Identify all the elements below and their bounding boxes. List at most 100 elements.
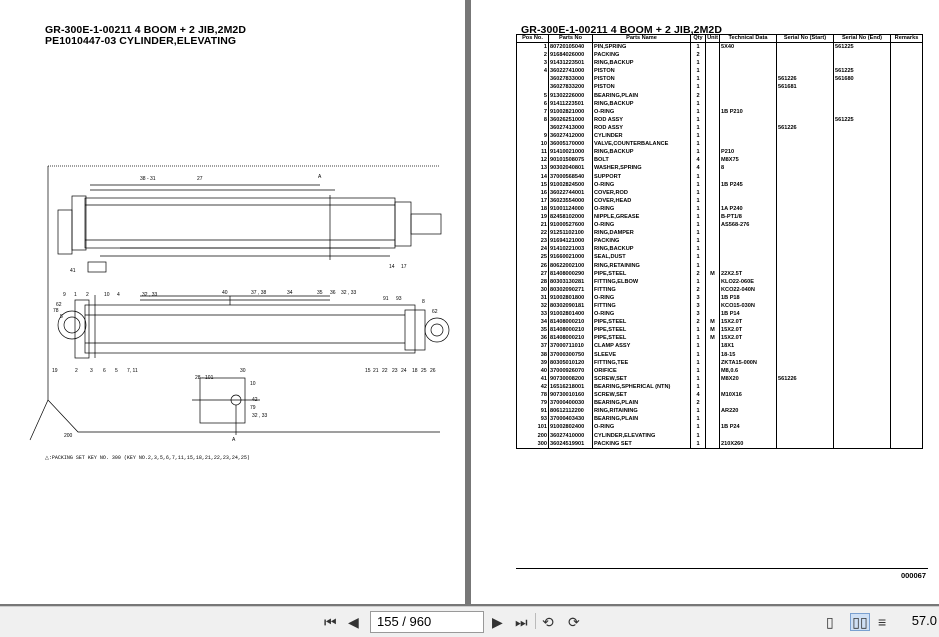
table-cell: 1 [690, 115, 706, 124]
table-cell: AS568-276 [719, 221, 777, 230]
table-cell: 36005170000 [548, 140, 593, 149]
table-cell: 1 [690, 59, 706, 68]
two-page-icon[interactable]: ▯▯ [850, 613, 870, 631]
table-cell [890, 140, 923, 149]
svg-text:5: 5 [115, 368, 118, 374]
svg-text:34: 34 [287, 290, 293, 296]
prev-page-icon[interactable]: ◀ [348, 614, 359, 630]
table-cell [833, 342, 891, 351]
table-cell: 561226 [776, 75, 834, 84]
table-cell [705, 164, 720, 173]
table-cell: PISTON [592, 83, 691, 92]
table-cell: 1 [690, 140, 706, 149]
table-cell: 1 [690, 132, 706, 141]
table-cell: 1 [690, 180, 706, 189]
table-cell [833, 196, 891, 205]
table-cell: 80302090271 [548, 285, 593, 294]
table-cell [719, 261, 777, 270]
table-cell: 561680 [833, 75, 891, 84]
table-cell: 3 [516, 59, 549, 68]
table-cell [833, 302, 891, 311]
table-cell [833, 366, 891, 375]
table-cell [833, 107, 891, 116]
last-page-icon[interactable]: ⏭ [515, 614, 528, 630]
parts-list-title: GR-300E-1-00211 4 BOOM + 2 JIB,2M2D [521, 24, 723, 36]
table-cell: 1 [690, 366, 706, 375]
table-cell [833, 326, 891, 335]
table-cell [705, 342, 720, 351]
table-cell: PIPE,STEEL [592, 334, 691, 343]
table-cell: 1 [690, 212, 706, 222]
table-cell: RING,BACKUP [592, 99, 691, 108]
table-cell: FITTING [592, 285, 691, 294]
table-cell: 3 [690, 302, 706, 311]
svg-text:42: 42 [252, 397, 258, 403]
table-cell [705, 156, 720, 165]
single-page-icon[interactable]: ▯ [826, 614, 834, 630]
page-number-input[interactable]: 155 / 960 [370, 611, 484, 633]
rotate-ccw-icon[interactable]: ⟲ [542, 614, 554, 630]
table-cell: FITTING [592, 302, 691, 311]
table-cell: 91002824500 [548, 180, 593, 189]
column-header: Pos No. [516, 34, 549, 43]
table-cell: CYLINDER [592, 132, 691, 141]
table-cell [705, 237, 720, 246]
table-cell: 16 [516, 188, 549, 197]
table-cell: O-RING [592, 221, 691, 230]
first-page-icon[interactable]: ⏮ [324, 614, 337, 630]
table-cell: 18 [516, 204, 549, 213]
table-cell [890, 326, 923, 335]
svg-text:37 , 38: 37 , 38 [251, 290, 267, 296]
table-cell [776, 172, 834, 181]
table-cell: M [705, 326, 720, 335]
zoom-level[interactable]: 57.0 [911, 613, 937, 628]
table-cell: 561225 [833, 42, 891, 52]
table-cell: PACKING [592, 237, 691, 246]
table-cell [833, 91, 891, 100]
table-cell [833, 423, 891, 432]
table-cell [776, 261, 834, 270]
svg-text:14: 14 [389, 264, 395, 270]
table-cell [890, 188, 923, 197]
table-cell [890, 293, 923, 302]
table-cell [516, 75, 549, 84]
table-cell: 4 [690, 164, 706, 173]
rotate-cw-icon[interactable]: ⟳ [568, 614, 580, 630]
table-cell: 1 [690, 83, 706, 92]
table-cell [705, 310, 720, 319]
table-cell [705, 188, 720, 197]
table-cell [890, 204, 923, 213]
table-cell [890, 391, 923, 400]
table-cell [705, 51, 720, 60]
svg-text:78: 78 [53, 308, 59, 314]
table-cell: FITTING,TEE [592, 358, 691, 367]
table-cell [833, 148, 891, 157]
table-cell: 15X2.0T [719, 318, 777, 327]
svg-text:62: 62 [432, 309, 438, 315]
table-cell [705, 180, 720, 189]
table-cell: 561226 [776, 374, 834, 383]
table-cell: PACKING [592, 51, 691, 60]
next-page-icon[interactable]: ▶ [492, 614, 503, 630]
table-cell [776, 399, 834, 408]
table-cell [719, 51, 777, 60]
svg-text:30: 30 [240, 368, 246, 374]
svg-text:3: 3 [90, 368, 93, 374]
table-cell [833, 415, 891, 424]
scroll-icon[interactable]: ≡ [878, 614, 887, 630]
table-cell [776, 277, 834, 286]
table-cell [890, 229, 923, 238]
table-cell [705, 415, 720, 424]
table-cell: 1 [690, 253, 706, 262]
table-cell [890, 67, 923, 76]
table-cell [776, 431, 834, 440]
